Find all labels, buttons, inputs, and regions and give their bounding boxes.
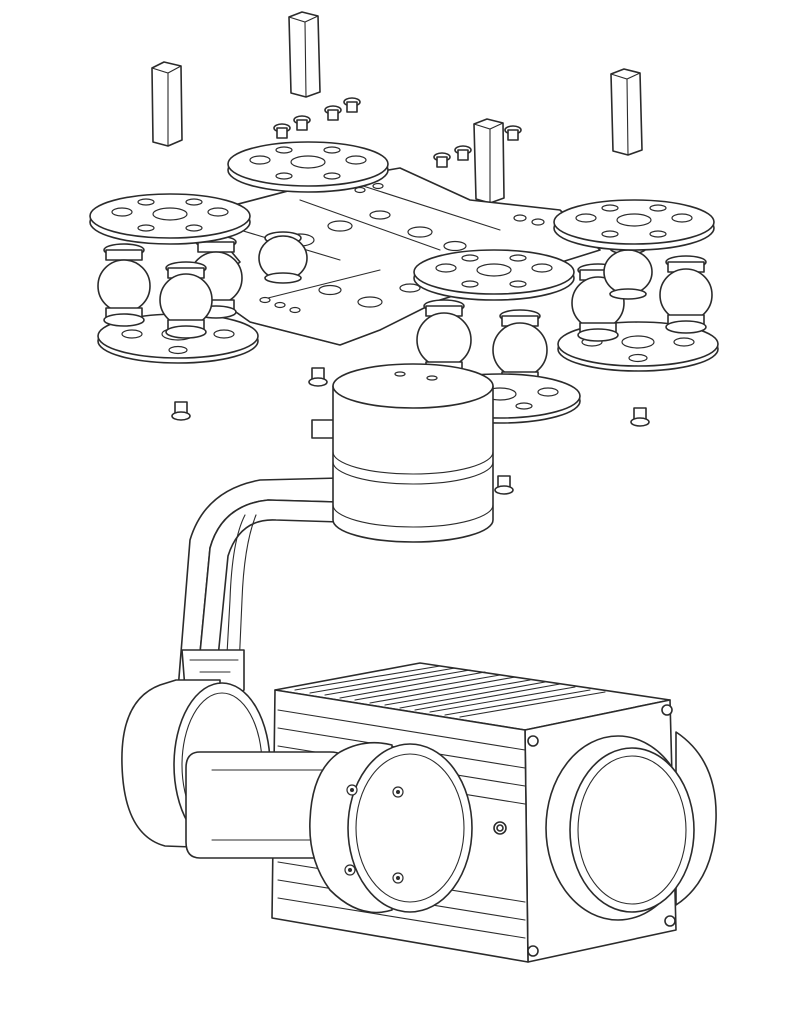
top-screw: [504, 125, 522, 141]
yaw-motor: [311, 363, 494, 543]
top-screws: [273, 97, 522, 168]
damping-ball: [97, 243, 151, 327]
damping-ball: [258, 231, 308, 284]
bottom-screws: [171, 367, 650, 495]
standoff-pillar: [610, 68, 643, 156]
damping-ball: [159, 261, 213, 339]
standoff-pillar: [473, 118, 505, 204]
pitch-motor: [309, 741, 473, 914]
bottom-screw: [630, 407, 650, 427]
mounting-frame-plate: [199, 167, 601, 346]
standoff-pillar: [288, 11, 321, 98]
top-screw: [324, 105, 342, 121]
damping-ball: [571, 263, 625, 342]
standoff-pillar: [151, 61, 183, 147]
top-screw: [433, 152, 451, 168]
damper-disc: [89, 193, 251, 245]
damping-ball: [659, 255, 713, 334]
top-screw: [343, 97, 361, 113]
top-screw: [273, 123, 291, 139]
top-screw: [454, 145, 472, 161]
damper-disc: [413, 249, 575, 301]
top-screw: [293, 115, 311, 131]
gimbal-arm: [177, 477, 341, 703]
bottom-screw: [308, 367, 328, 387]
motor-screw-holes: [344, 784, 404, 884]
standoff-pillars: [151, 11, 643, 204]
damper-disc: [227, 141, 389, 193]
bottom-screw: [171, 401, 191, 421]
camera-lens: [545, 731, 717, 921]
top-damper-discs: [89, 141, 715, 301]
damper-disc: [553, 199, 715, 251]
bottom-screw: [494, 475, 514, 495]
